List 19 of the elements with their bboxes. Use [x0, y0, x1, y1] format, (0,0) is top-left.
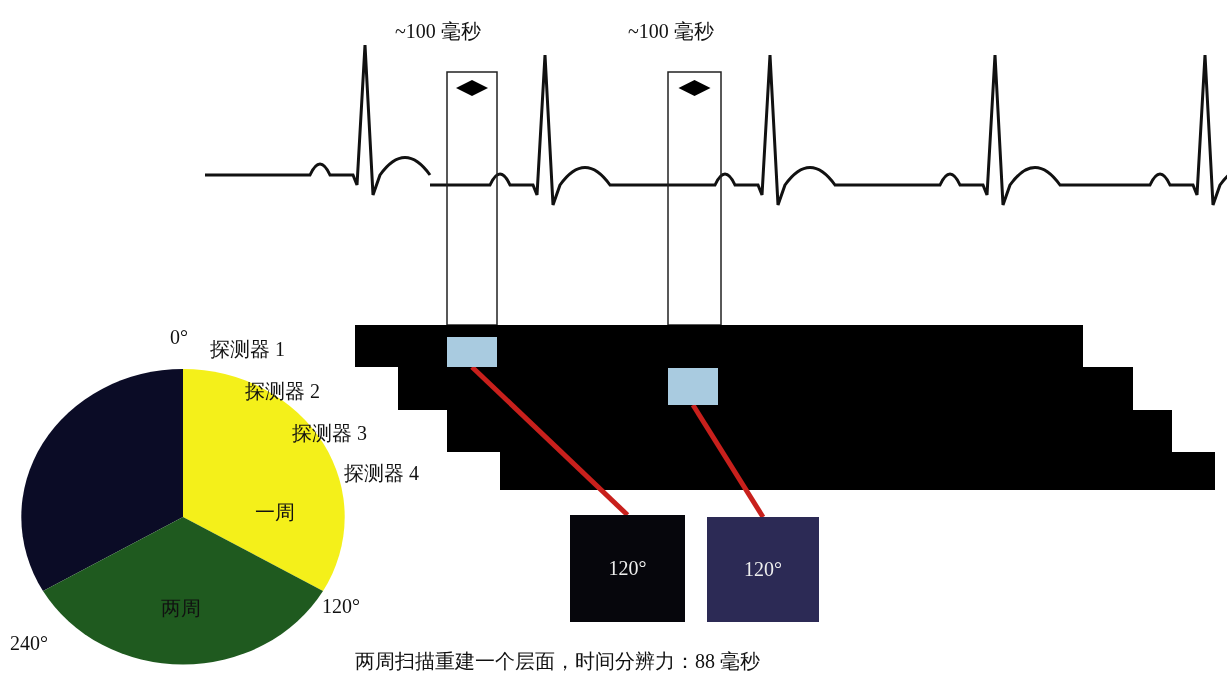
detector-label: 探测器 4 [344, 461, 419, 486]
duration-label: ~100 毫秒 [628, 19, 714, 44]
connector-line [690, 403, 766, 519]
angle-label: 120° [608, 557, 647, 580]
angle-label: 120° [744, 558, 782, 581]
connector-line [470, 365, 630, 517]
image-box [570, 515, 685, 622]
slice-label: 两周 [161, 595, 201, 622]
image-box [707, 517, 819, 622]
angle-label: 120° [322, 595, 360, 618]
detector-cell [447, 337, 497, 367]
detector-label: 探测器 2 [245, 379, 320, 404]
slice-label: 一周 [255, 499, 295, 526]
duration-label: ~100 毫秒 [395, 19, 481, 44]
detector-label: 探测器 1 [210, 337, 285, 362]
detector-cell [668, 368, 718, 405]
angle-label: 240° [10, 632, 48, 655]
caption: 两周扫描重建一个层面，时间分辨力：88 毫秒 [355, 649, 760, 674]
angle-label: 0° [170, 326, 188, 349]
